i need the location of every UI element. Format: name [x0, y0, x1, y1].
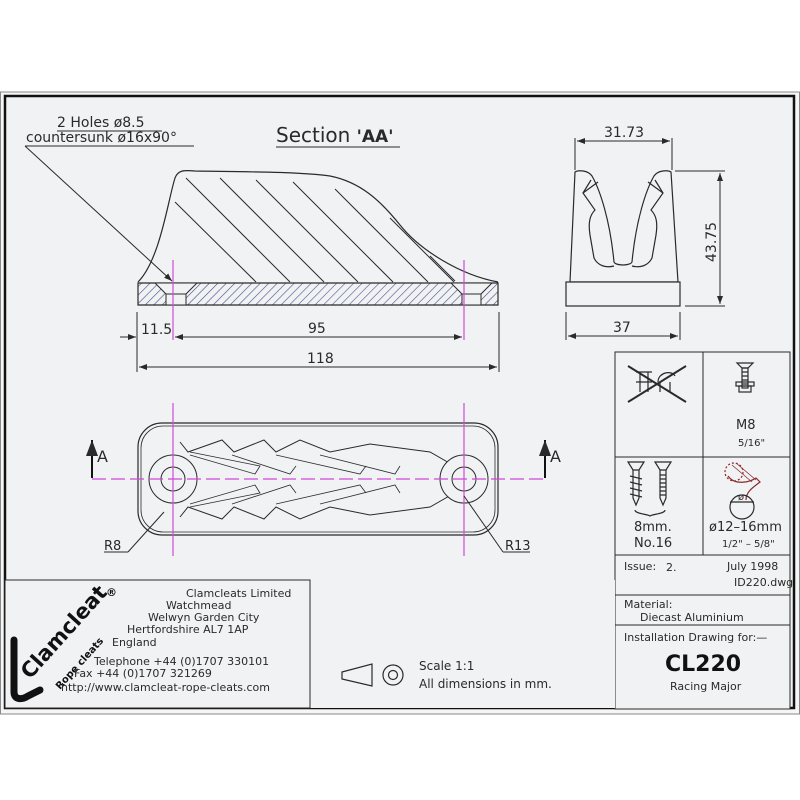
- part-name: Racing Major: [670, 680, 742, 693]
- radius-large-label: R13: [505, 539, 531, 554]
- install-label: Installation Drawing for:—: [624, 631, 767, 644]
- base-plate-section: [137, 282, 499, 306]
- bolt-size: M8: [736, 418, 756, 433]
- bolt-icon: [735, 362, 755, 393]
- scale-text: Scale 1:1: [419, 659, 474, 673]
- fax: Fax +44 (0)1707 321269: [74, 667, 212, 680]
- address-line-4: England: [112, 636, 157, 649]
- crossed-out-rivets-icon: [627, 365, 687, 403]
- address-line-3: Hertfordshire AL7 1AP: [127, 623, 249, 636]
- dim-hole-spacing: 95: [308, 321, 326, 337]
- radius-small-label: R8: [104, 539, 121, 554]
- address-line-1: Watchmead: [166, 599, 231, 612]
- holes-note-line1: 2 Holes ø8.5: [57, 115, 145, 131]
- dim-edge-to-hole: 11.5: [141, 322, 172, 338]
- rope-diameter-icon: [724, 462, 761, 520]
- wood-screws-icon: [626, 461, 673, 517]
- scale-block: [310, 580, 615, 708]
- telephone: Telephone +44 (0)1707 330101: [93, 655, 269, 668]
- issue-value: 2.: [666, 561, 677, 574]
- fixings-table: [614, 351, 791, 710]
- leader-line: [24, 145, 173, 282]
- website: http://www.clamcleat-rope-cleats.com: [61, 681, 270, 694]
- cleat-profile-outline: [137, 169, 499, 283]
- drawing-file: ID220.dwg: [734, 576, 793, 589]
- rope-diameter: ø12–16mm: [709, 520, 782, 535]
- third-angle-projection-icon: [341, 663, 404, 687]
- plan-view: [86, 403, 551, 556]
- dim-overall-length: 118: [307, 351, 334, 367]
- rope-symbol: ø: [738, 492, 744, 503]
- screws-gauge: No.16: [634, 536, 672, 551]
- units-text: All dimensions in mm.: [419, 677, 552, 691]
- rope-imperial: 1/2" – 5/8": [722, 539, 775, 550]
- dim-height: 43.75: [704, 222, 720, 262]
- part-number: CL220: [665, 652, 741, 677]
- end-view: [565, 138, 725, 340]
- holes-note-line2: countersunk ø16x90°: [26, 130, 177, 146]
- issue-label: Issue:: [624, 560, 656, 573]
- material-label: Material:: [624, 598, 672, 611]
- drawing-date: July 1998: [726, 560, 778, 573]
- section-title: Section 'AA': [276, 123, 393, 147]
- dim-top-width: 31.73: [604, 125, 644, 141]
- address-line-2: Welwyn Garden City: [148, 611, 260, 624]
- material-value: Diecast Aluminium: [640, 611, 744, 624]
- dim-base-width: 37: [613, 320, 631, 336]
- section-marker-left: A: [97, 447, 108, 466]
- company-name: Clamcleats Limited: [186, 587, 291, 600]
- registered-mark: ®: [106, 586, 117, 599]
- section-view: Section 'AA' 2 Holes ø8.5 countersunk ø1…: [24, 115, 500, 372]
- bolt-imperial: 5/16": [738, 438, 765, 449]
- screws-size: 8mm.: [634, 520, 672, 535]
- company-block: [4, 579, 311, 709]
- section-marker-right: A: [550, 447, 561, 466]
